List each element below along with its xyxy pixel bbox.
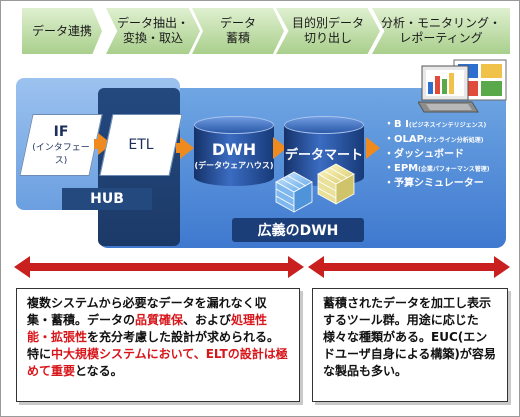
red-double-arrow-left [14,256,304,278]
step-data-extraction-by-purpose: 目的別データ 切り出し [276,8,380,54]
tool-epm: ・EPM [384,163,419,174]
arrow-etl-dwh-stem [176,143,182,153]
tool-bi: ・B I [384,119,409,130]
tool-item: ・B I(ビジネスインテリジェンス) [384,118,508,133]
tool-item: ・OLAP(オンライン分析処理) [384,133,508,148]
collection-description: 複数システムから必要なデータを漏れなく収集・蓄積。データの品質確保、および処理性… [16,288,300,402]
tool-item: ・EPM(企業パフォーマンス管理) [384,162,508,177]
tools-list: ・B I(ビジネスインテリジェンス) ・OLAP(オンライン分析処理) ・ダッシ… [384,118,508,191]
red-double-arrow-right [308,256,510,278]
step-data-store: データ 蓄積 [192,8,284,54]
hub-label: HUB [62,188,152,210]
desc-text: 複数システムから必要なデータを漏れなく収集・蓄積。データの [27,296,267,327]
arrow-if-etl-stem [94,139,100,149]
etl-box: ETL [99,114,183,176]
tools-description: 蓄積されたデータを加工し表示するツール群。用途に応じた様々な種類がある。EUC(… [312,288,508,402]
tool-dashboard: ・ダッシュボード [384,149,464,160]
desc-text: を充分考慮した設計が求められる。特に [27,330,280,361]
data-mart-label: データマート [284,148,363,163]
tool-budget-simulator: ・予算シミュレーター [384,178,484,189]
arrow-etl-dwh-icon [180,137,194,159]
desc-highlight-quality: 品質確保 [135,313,184,327]
desc-highlight-performance: 処理性能・拡張性 [27,313,268,344]
tool-bi-sub: (ビジネスインテリジェンス) [408,122,487,129]
arrow-dwh-mart-icon [273,137,287,159]
step-extract-transform-load: データ抽出・ 変換・取込 [106,8,200,54]
if-box: IF (インタフェース) [19,114,103,176]
tool-olap-sub: (オンライン分析処理) [423,137,484,144]
if-sublabel: (インタフェース) [32,143,90,166]
laptop-dashboard-icon [418,59,507,113]
step-analysis-reporting: 分析・モニタリング・ レポーティング [372,8,510,54]
dwh-sublabel: (データウェアハウス) [194,161,274,170]
olap-cubes-icon [275,163,355,213]
tool-epm-sub: (企業パフォーマンス管理) [418,166,490,173]
if-label: IF [53,124,69,140]
etl-label: ETL [128,137,154,153]
tool-item: ・ダッシュボード [384,148,508,162]
tool-item: ・予算シミュレーター [384,177,508,191]
dwh-database-icon: DWH (データウェアハウス) [194,116,274,186]
desc-text: 、および [183,313,232,327]
desc-text: となる。 [75,364,123,378]
desc-highlight-etl: 中大規模システムにおいて、ELTの設計は極めて重要 [27,347,288,378]
tool-olap: ・OLAP [384,134,424,145]
step-data-integration: データ連携 [22,8,102,54]
process-steps: データ連携 データ抽出・ 変換・取込 データ 蓄積 目的別データ 切り出し 分析… [22,8,510,54]
wide-dwh-label: 広義のDWH [232,218,364,242]
dwh-label: DWH [211,140,257,159]
arrow-mart-tools-icon [366,137,380,159]
